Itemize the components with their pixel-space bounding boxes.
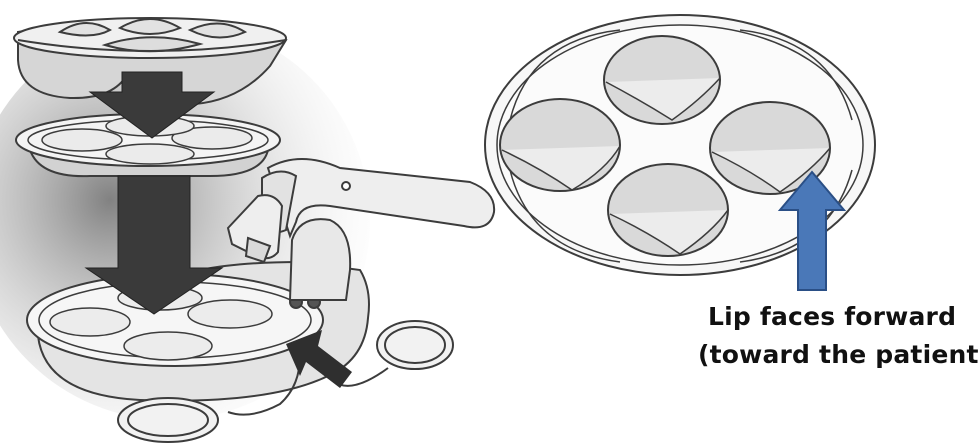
- caption-line-2: (toward the patient): [698, 336, 974, 374]
- caption-line-1: Lip faces forward: [698, 298, 974, 336]
- lip-orientation-caption: Lip faces forward (toward the patient): [698, 298, 974, 374]
